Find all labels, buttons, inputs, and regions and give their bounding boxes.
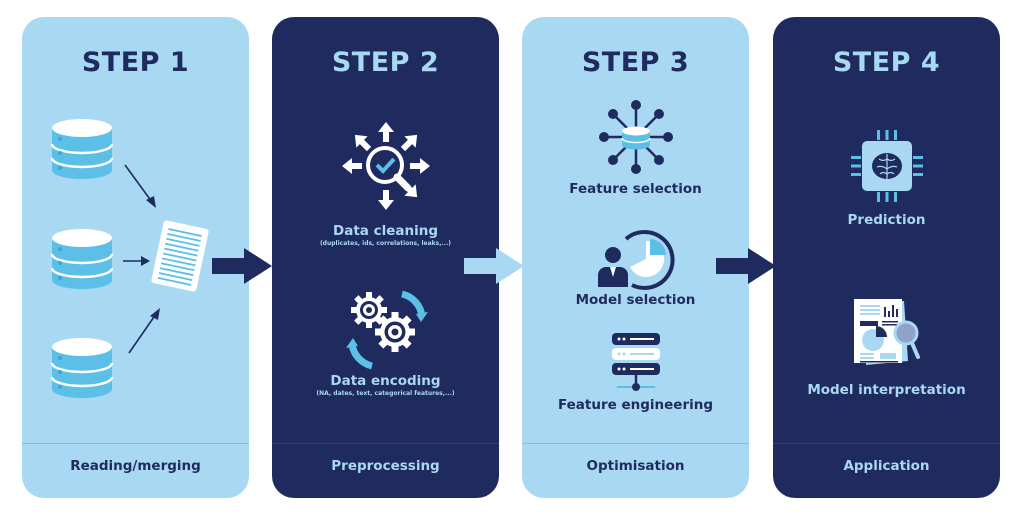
step-2-title: STEP 2 [331, 47, 440, 78]
step-3-card: STEP 3 Feature selection Model selection [522, 17, 749, 498]
step-2-footer: Preprocessing [331, 458, 440, 474]
step-1-title: STEP 1 [81, 47, 190, 78]
document-icon [151, 220, 209, 292]
brain-chip-icon [851, 130, 923, 202]
gears-icon [346, 290, 428, 370]
data-cleaning-label: Data cleaning [333, 223, 438, 239]
arrow-icon [124, 164, 156, 208]
data-encoding-label: Data encoding [330, 373, 441, 389]
model-selection-label: Model selection [575, 292, 696, 308]
network-database-icon [599, 100, 673, 174]
divider [522, 443, 749, 444]
data-cleaning-sub: (duplicates, ids, correlations, leaks,..… [319, 240, 452, 247]
divider [22, 443, 249, 444]
flow-arrow-1-2 [212, 248, 272, 284]
step-1-card: STEP 1 [22, 17, 249, 498]
report-magnifier-icon [854, 299, 920, 365]
database-icon [50, 338, 114, 398]
divider [773, 443, 1000, 444]
arrow-icon [123, 256, 150, 266]
database-icon [50, 229, 114, 289]
step-4-footer: Application [843, 458, 930, 474]
flow-arrow-3-4 [716, 248, 776, 284]
arrow-icon [128, 308, 160, 354]
step-4-card: STEP 4 Prediction Model interpretation [773, 17, 1000, 498]
feature-selection-label: Feature selection [569, 181, 702, 197]
step-1-footer: Reading/merging [70, 458, 201, 474]
feature-engineering-label: Feature engineering [557, 397, 714, 413]
step-4-title: STEP 4 [832, 47, 941, 78]
person-chart-icon [598, 230, 675, 290]
flow-arrow-2-3 [464, 248, 524, 284]
data-encoding-sub: (NA, dates, text, categorical features,.… [316, 390, 455, 397]
magnifier-check-icon [342, 122, 430, 210]
server-icon [612, 333, 660, 391]
model-interpretation-label: Model interpretation [807, 382, 966, 398]
prediction-label: Prediction [847, 212, 926, 228]
step-3-title: STEP 3 [581, 47, 690, 78]
step-3-footer: Optimisation [586, 458, 685, 474]
step-2-card: STEP 2 Data cleaning (duplicates, ids, c… [272, 17, 499, 498]
database-icon [50, 119, 114, 179]
divider [272, 443, 499, 444]
